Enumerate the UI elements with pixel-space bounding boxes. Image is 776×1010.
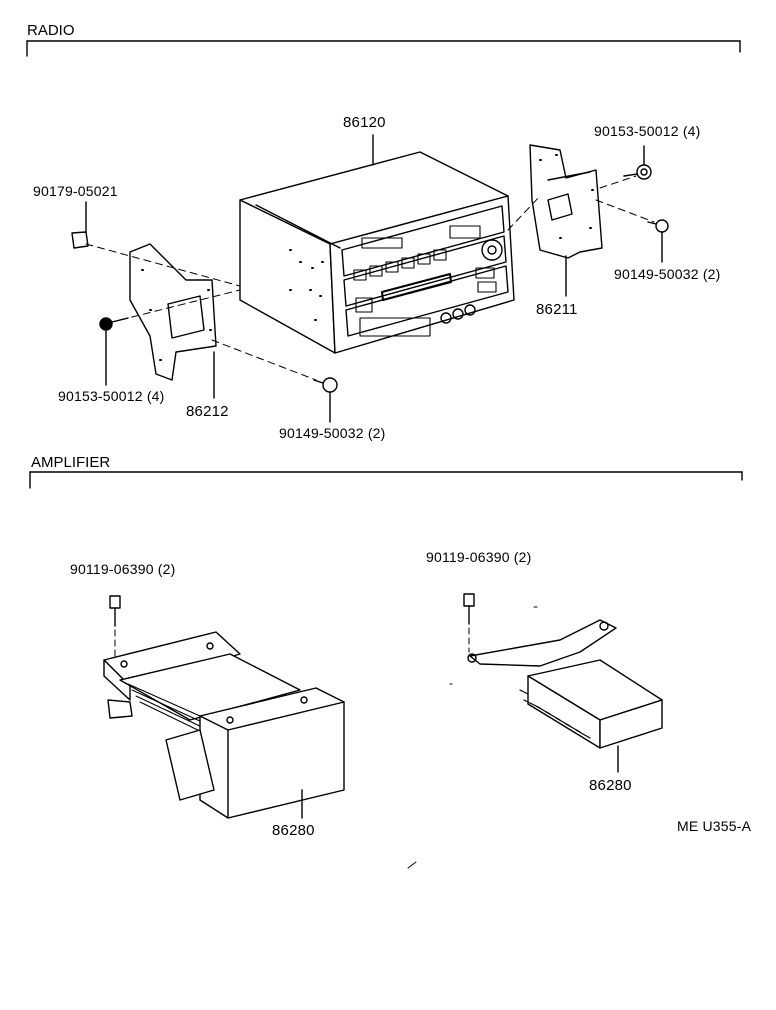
label-90119-06390-right: 90119-06390 (2) <box>426 549 532 565</box>
label-90179-05021: 90179-05021 <box>33 183 118 199</box>
clip-90179-05021 <box>71 201 89 249</box>
amplifier-section-title: AMPLIFIER <box>31 454 111 471</box>
radio-head-unit <box>239 134 515 354</box>
label-86280-right: 86280 <box>589 777 632 794</box>
label-90153-50012-right: 90153-50012 (4) <box>594 123 701 139</box>
amplifier-section-rule <box>29 471 743 489</box>
bolt-amp-left <box>109 595 121 661</box>
label-90149-50032-right: 90149-50032 (2) <box>614 266 721 282</box>
label-86212: 86212 <box>186 403 229 420</box>
label-86120: 86120 <box>343 114 386 131</box>
bolt-amp-right <box>463 593 475 653</box>
label-86280-left: 86280 <box>272 822 315 839</box>
screw-left-90153 <box>99 317 129 386</box>
label-86211: 86211 <box>536 301 578 318</box>
bracket-86211 <box>529 144 603 297</box>
radio-section-rule <box>26 40 741 57</box>
label-90153-50012-left: 90153-50012 (4) <box>58 388 165 404</box>
amplifier-right <box>467 619 663 773</box>
bracket-86212 <box>129 243 217 399</box>
reference-code: ME U355-A <box>677 818 752 834</box>
bolt-right-90149 <box>647 219 669 263</box>
label-90149-50032-bottom: 90149-50032 (2) <box>279 425 386 441</box>
scan-specks <box>407 606 538 869</box>
radio-assembly-lines <box>85 175 655 381</box>
screw-top-right-90153 <box>623 145 652 180</box>
amplifier-left <box>103 631 345 819</box>
bolt-bottom-90149 <box>313 377 338 423</box>
radio-section-title: RADIO <box>27 22 75 39</box>
label-90119-06390-left: 90119-06390 (2) <box>70 561 176 577</box>
